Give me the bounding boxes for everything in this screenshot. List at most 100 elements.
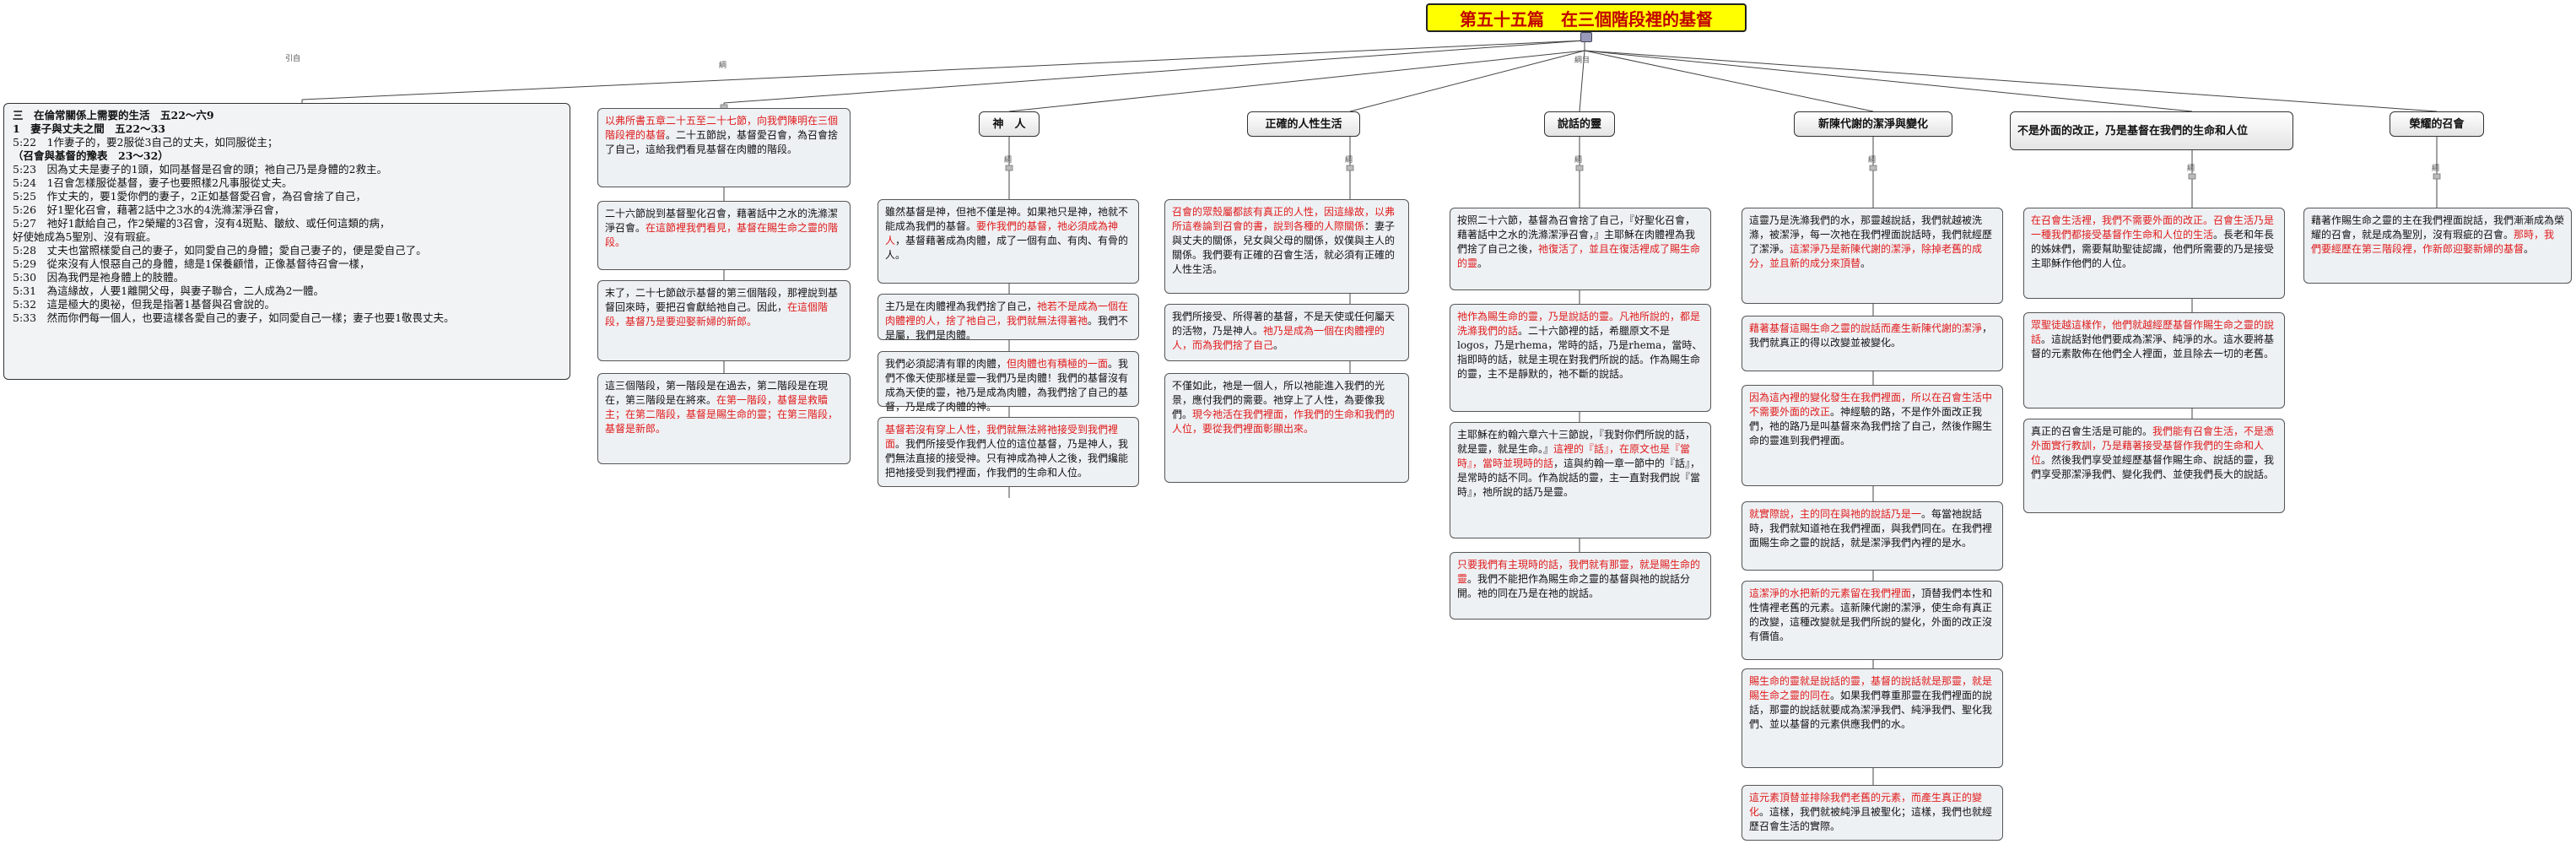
body-text: 。 xyxy=(1477,257,1488,269)
outline-node[interactable]: 真正的召會生活是可能的。我們能有召會生活，不是憑外面實行教訓，乃是藉著接受基督作… xyxy=(2023,419,2285,513)
body-text: 末了，二十七節啟示基督的第三個階段，那裡說到基督回來時，要把召會獻給祂自己。因此… xyxy=(605,287,839,313)
outline-node[interactable]: 這靈乃是洗滌我們的水，那靈越說話，我們就越被洗滌，被潔淨，每一次祂在我們裡面說話… xyxy=(1742,208,2003,304)
body-text: 二十六節說到基督聖化召會，藉著話中之水的洗滌潔淨召會。 xyxy=(605,208,839,234)
header-speaking-spirit[interactable]: 說話的靈 xyxy=(1544,111,1615,137)
highlight-text: 召會的眾殼屬都該有真正的人性，因這緣故，以弗所這卷論到召會的書，說到各種的人際關… xyxy=(1172,206,1396,232)
header-glorious-church[interactable]: 榮耀的召會 xyxy=(2390,111,2484,137)
outline-node[interactable]: 因為這內裡的變化發生在我們裡面，所以在召會生活中不需要外面的改正。神經驗的路，不… xyxy=(1742,385,2003,486)
body-text: 。我們所接受作我們人位的這位基督，乃是神人，我們無法直接的接受神。只有神成為神人… xyxy=(885,438,1129,479)
outline-node[interactable]: 藉著作賜生命之靈的主在我們裡面說話，我們漸漸成為榮耀的召會，就是成為聖別，沒有瑕… xyxy=(2303,208,2572,284)
highlight-text: 在召會生活裡，我們不需要外面的改正。召會生活乃是一種我們都接受基督作生命和人位的… xyxy=(2031,214,2275,241)
highlight-text: 現今祂活在我們裡面，作我們的生命和我們的人位，要從我們裡面彰顯出來。 xyxy=(1172,408,1396,435)
highlight-text: 賜生命的靈就是說話的靈，基督的說話就是那靈，就是賜生命之靈的同在 xyxy=(1749,675,1993,701)
body-text: 真正的召會生活是可能的。 xyxy=(2031,425,2153,437)
scripture-line: 1 妻子與丈夫之間 五22～33 xyxy=(13,122,165,135)
body-text: 不僅如此，祂是一個人，所以祂能進入我們的光景，應付我們的需要。祂穿上了人性，為要… xyxy=(1172,380,1385,420)
scripture-line: 5:24 1召會怎樣服從基督，妻子也要照樣2凡事服從丈夫。 xyxy=(13,176,293,189)
highlight-text: 祂若不是成為一個在肉體裡的人，捨了祂自己，我們就無法得著祂 xyxy=(885,300,1129,327)
label-node: 綱 xyxy=(1868,156,1877,165)
highlight-text: 這潔淨乃是新陳代謝的潔淨，除掉老舊的成分，並且新的成分來頂替 xyxy=(1749,243,1983,269)
highlight-text: 藉著基督這賜生命之靈的說話而產生新陳代謝的潔淨 xyxy=(1749,322,1983,334)
body-text: 。這說話對他們要成為潔淨、純淨的水。這水要將基督的元素散佈在他們全人裡面，並且除… xyxy=(2031,333,2275,360)
highlight-text: 這元素頂替並排除我們老舊的元素，而產生真正的變化 xyxy=(1749,792,1983,818)
body-text: 我們必須認清有罪的肉體， xyxy=(885,358,1007,370)
body-text: 主耶穌在約翰六章六十三節說，『我對你們所說的話，就是靈，就是生命。』 xyxy=(1457,429,1696,455)
label-node: 綱 xyxy=(1345,156,1353,165)
highlight-text: 那時，我們要經歷在第三階段裡，作新郎迎娶新婦的基督 xyxy=(2311,229,2555,255)
body-text: 。我們不能把作為賜生命之靈的基督與祂的說話分開。祂的同在乃是在祂的說話。 xyxy=(1457,573,1691,599)
outline-node[interactable]: 藉著基督這賜生命之靈的說話而產生新陳代謝的潔淨，我們就真正的得以改變並被變化。 xyxy=(1742,316,2003,371)
highlight-text: 祂復活了，並且在復活裡成了賜生命的靈 xyxy=(1457,243,1701,269)
outline-node[interactable]: 主乃是在肉體裡為我們捨了自己，祂若不是成為一個在肉體裡的人，捨了祂自己，我們就無… xyxy=(878,294,1139,341)
root-topic[interactable]: 第五十五篇 在三個階段裡的基督 xyxy=(1426,3,1747,32)
outline-node[interactable]: 二十六節說到基督聖化召會，藉著話中之水的洗滌潔淨召會。在這節裡我們看見，基督在賜… xyxy=(597,201,851,270)
body-text: ，基督藉著成為肉體，成了一個有血、有肉、有骨的人。 xyxy=(885,235,1129,261)
outline-node[interactable]: 我們所接受、所得著的基督，不是天使或任何屬天的活物，乃是神人。祂乃是成為一個在肉… xyxy=(1164,304,1409,361)
scripture-line: 5:25 作丈夫的，要1愛你們的妻子，2正如基督愛召會，為召會捨了自己， xyxy=(13,190,366,203)
highlight-text: 因為這內裡的變化發生在我們裡面，所以在召會生活中不需要外面的改正 xyxy=(1749,392,1993,418)
outline-node[interactable]: 按照二十六節，基督為召會捨了自己，『好聖化召會，藉著話中之水的洗滌潔淨召會，』主… xyxy=(1450,208,1711,290)
scripture-line: 5:28 丈夫也當照樣愛自己的妻子，如同愛自己的身體；愛自己妻子的，便是愛自己了… xyxy=(13,244,427,257)
label-main: 綱目 xyxy=(1574,57,1590,65)
outline-node[interactable]: 這潔淨的水把新的元素留在我們裡面，頂替我們本性和性情裡老舊的元素。這新陳代謝的潔… xyxy=(1742,581,2003,660)
outline-node[interactable]: 不僅如此，祂是一個人，所以祂能進入我們的光景，應付我們的需要。祂穿上了人性，為要… xyxy=(1164,373,1409,483)
body-text: 。長老和年長的姊妹們，需要幫助聖徒認識，他們所需要的乃是接受主耶穌作他們的人位。 xyxy=(2031,229,2275,269)
outline-node[interactable]: 末了，二十七節啟示基督的第三個階段，那裡說到基督回來時，要把召會獻給祂自己。因此… xyxy=(597,280,851,361)
outline-node[interactable]: 主耶穌在約翰六章六十三節說，『我對你們所說的話，就是靈，就是生命。』這裡的『話』… xyxy=(1450,422,1711,538)
label-node: 綱 xyxy=(2187,165,2195,173)
body-text: 。神經驗的路，不是作外面改正我們，祂的路乃是叫基督來為我們捨了自己，然後作賜生命… xyxy=(1749,406,1993,446)
outline-node[interactable]: 雖然基督是神，但祂不僅是神。如果祂只是神，祂就不能成為我們的基督。要作我們的基督… xyxy=(878,199,1139,284)
body-text: ：妻子與丈夫的關係，兒女與父母的關係，奴僕與主人的關係。我們要有正確的召會生活，… xyxy=(1172,220,1396,275)
header-metabolic-cleansing[interactable]: 新陳代謝的潔淨與變化 xyxy=(1794,111,1952,137)
label-outline: 綱 xyxy=(719,62,727,70)
scripture-line: 5:32 這是極大的奧祕，但我是指著1基督與召會說的。 xyxy=(13,298,276,311)
body-text: 雖然基督是神，但祂不僅是神。如果祂只是神，祂就不能成為我們的基督。 xyxy=(885,206,1129,232)
label-node: 綱 xyxy=(2432,165,2440,173)
body-text: 。每當祂說話時，我們就知道祂在我們裡面，與我們同在。在我們裡面賜生命之靈的說話，… xyxy=(1749,508,1993,549)
highlight-text: 這裡的『話』，在原文也是『當時』，當時並現時的話 xyxy=(1457,443,1691,469)
collapse-handle-icon[interactable] xyxy=(1580,32,1592,42)
highlight-text: 就實際說，主的同在與祂的說話乃是一 xyxy=(1749,508,1922,520)
body-text: 。我們不像天使那樣是靈一我們乃是肉體！我們的基督沒有成為天使的靈，祂乃是成為肉體… xyxy=(885,358,1129,413)
outline-node[interactable]: 眾聖徒越這樣作，他們就越經歷基督作賜生命之靈的說話。這說話對他們要成為潔淨、純淨… xyxy=(2023,312,2285,408)
outline-node[interactable]: 祂作為賜生命的靈，乃是說話的靈。凡祂所說的，都是洗滌我們的話。二十六節裡的話，希… xyxy=(1450,304,1711,412)
outline-node[interactable]: 這三個階段，第一階段是在過去，第二階段是在現在，第三階段是在將來。在第一階段，基… xyxy=(597,373,851,464)
scripture-line: 5:26 好1聖化召會，藉著2話中之3水的4洗滌潔淨召會， xyxy=(13,203,285,216)
body-text: 這靈乃是洗滌我們的水，那靈越說話，我們就越被洗滌，被潔淨，每一次祂在我們裡面說話… xyxy=(1749,214,1993,255)
body-text: 。這樣，我們就被純淨且被聖化；這樣，我們也就經歷召會生活的實際。 xyxy=(1749,806,1993,832)
label-node: 綱 xyxy=(1574,156,1583,165)
scripture-line: 5:29 從來沒有人恨惡自己的身體，總是1保養顧惜，正像基督待召會一樣， xyxy=(13,257,370,270)
outline-node[interactable]: 只要我們有主現時的話，我們就有那靈，就是賜生命的靈。我們不能把作為賜生命之靈的基… xyxy=(1450,552,1711,619)
header-proper-humanity[interactable]: 正確的人性生活 xyxy=(1247,111,1360,137)
outline-node[interactable]: 基督若沒有穿上人性，我們就無法將祂接受到我們裡面。我們所接受作我們人位的這位基督… xyxy=(878,417,1139,487)
body-text: ，這與約翰一章一節中的『話』，是常時的話不同。作為說話的靈，主一直對我們說『當時… xyxy=(1457,457,1701,498)
highlight-text: 眾聖徒越這樣作，他們就越經歷基督作賜生命之靈的說話 xyxy=(2031,319,2275,345)
body-text: 。二十六節裡的話，希臘原文不是logos，乃是rhema，常時的話，乃是rhem… xyxy=(1457,325,1703,380)
body-text: 。 xyxy=(1273,339,1284,351)
body-text: 。如果我們尊重那靈在我們裡面的說話，那靈的說話就要成為潔淨我們、純淨我們、聖化我… xyxy=(1749,690,1993,730)
outline-node[interactable]: 賜生命的靈就是說話的靈，基督的說話就是那靈，就是賜生命之靈的同在。如果我們尊重那… xyxy=(1742,668,2003,768)
header-godman[interactable]: 神 人 xyxy=(979,111,1040,137)
body-text: 藉著作賜生命之靈的主在我們裡面說話，我們漸漸成為榮耀的召會，就是成為聖別，沒有瑕… xyxy=(2311,214,2565,241)
body-text: 。 xyxy=(1860,257,1871,269)
scripture-line: 5:27 祂好1獻給自己，作2榮耀的3召會，沒有4斑點、皺紋、或任何這類的病， xyxy=(13,217,391,230)
label-node: 綱 xyxy=(1004,156,1013,165)
body-text: 按照二十六節，基督為召會捨了自己，『好聖化召會，藉著話中之水的洗滌潔淨召會，』主… xyxy=(1457,214,1696,255)
highlight-text: 以弗所書五章二十五至二十七節，向我們陳明在三個階段裡的基督 xyxy=(605,115,839,141)
body-text: 我們所接受、所得著的基督，不是天使或任何屬天的活物，乃是神人。 xyxy=(1172,311,1396,337)
label-intro: 引自 xyxy=(285,55,301,63)
outline-node[interactable]: 這元素頂替並排除我們老舊的元素，而產生真正的變化。這樣，我們就被純淨且被聖化；這… xyxy=(1742,785,2003,841)
header-not-outward-correction[interactable]: 不是外面的改正，乃是基督在我們的生命和人位 xyxy=(2010,111,2293,150)
scripture-line: （召會與基督的豫表 23～32） xyxy=(13,149,169,162)
scripture-line: 5:22 1作妻子的，要2服從3自己的丈夫，如同服從主； xyxy=(13,136,278,149)
outline-node[interactable]: 在召會生活裡，我們不需要外面的改正。召會生活乃是一種我們都接受基督作生命和人位的… xyxy=(2023,208,2285,299)
outline-node[interactable]: 就實際說，主的同在與祂的說話乃是一。每當祂說話時，我們就知道祂在我們裡面，與我們… xyxy=(1742,501,2003,571)
highlight-text: 要作我們的基督，祂必須成為神人 xyxy=(885,220,1119,246)
body-text: 。二十五節說，基督愛召會，為召會捨了自己，這給我們看見基督在肉體的階段。 xyxy=(605,129,839,155)
outline-node[interactable]: 以弗所書五章二十五至二十七節，向我們陳明在三個階段裡的基督。二十五節說，基督愛召… xyxy=(597,108,851,187)
scripture-line: 5:23 因為丈夫是妻子的1頭，如同基督是召會的頭；祂自己乃是身體的2救主。 xyxy=(13,163,387,176)
scripture-line: 好使她成為5聖別、沒有瑕疵。 xyxy=(13,230,157,243)
outline-node[interactable]: 我們必須認清有罪的肉體，但肉體也有積極的一面。我們不像天使那樣是靈一我們乃是肉體… xyxy=(878,351,1139,413)
outline-node[interactable]: 召會的眾殼屬都該有真正的人性，因這緣故，以弗所這卷論到召會的書，說到各種的人際關… xyxy=(1164,199,1409,294)
